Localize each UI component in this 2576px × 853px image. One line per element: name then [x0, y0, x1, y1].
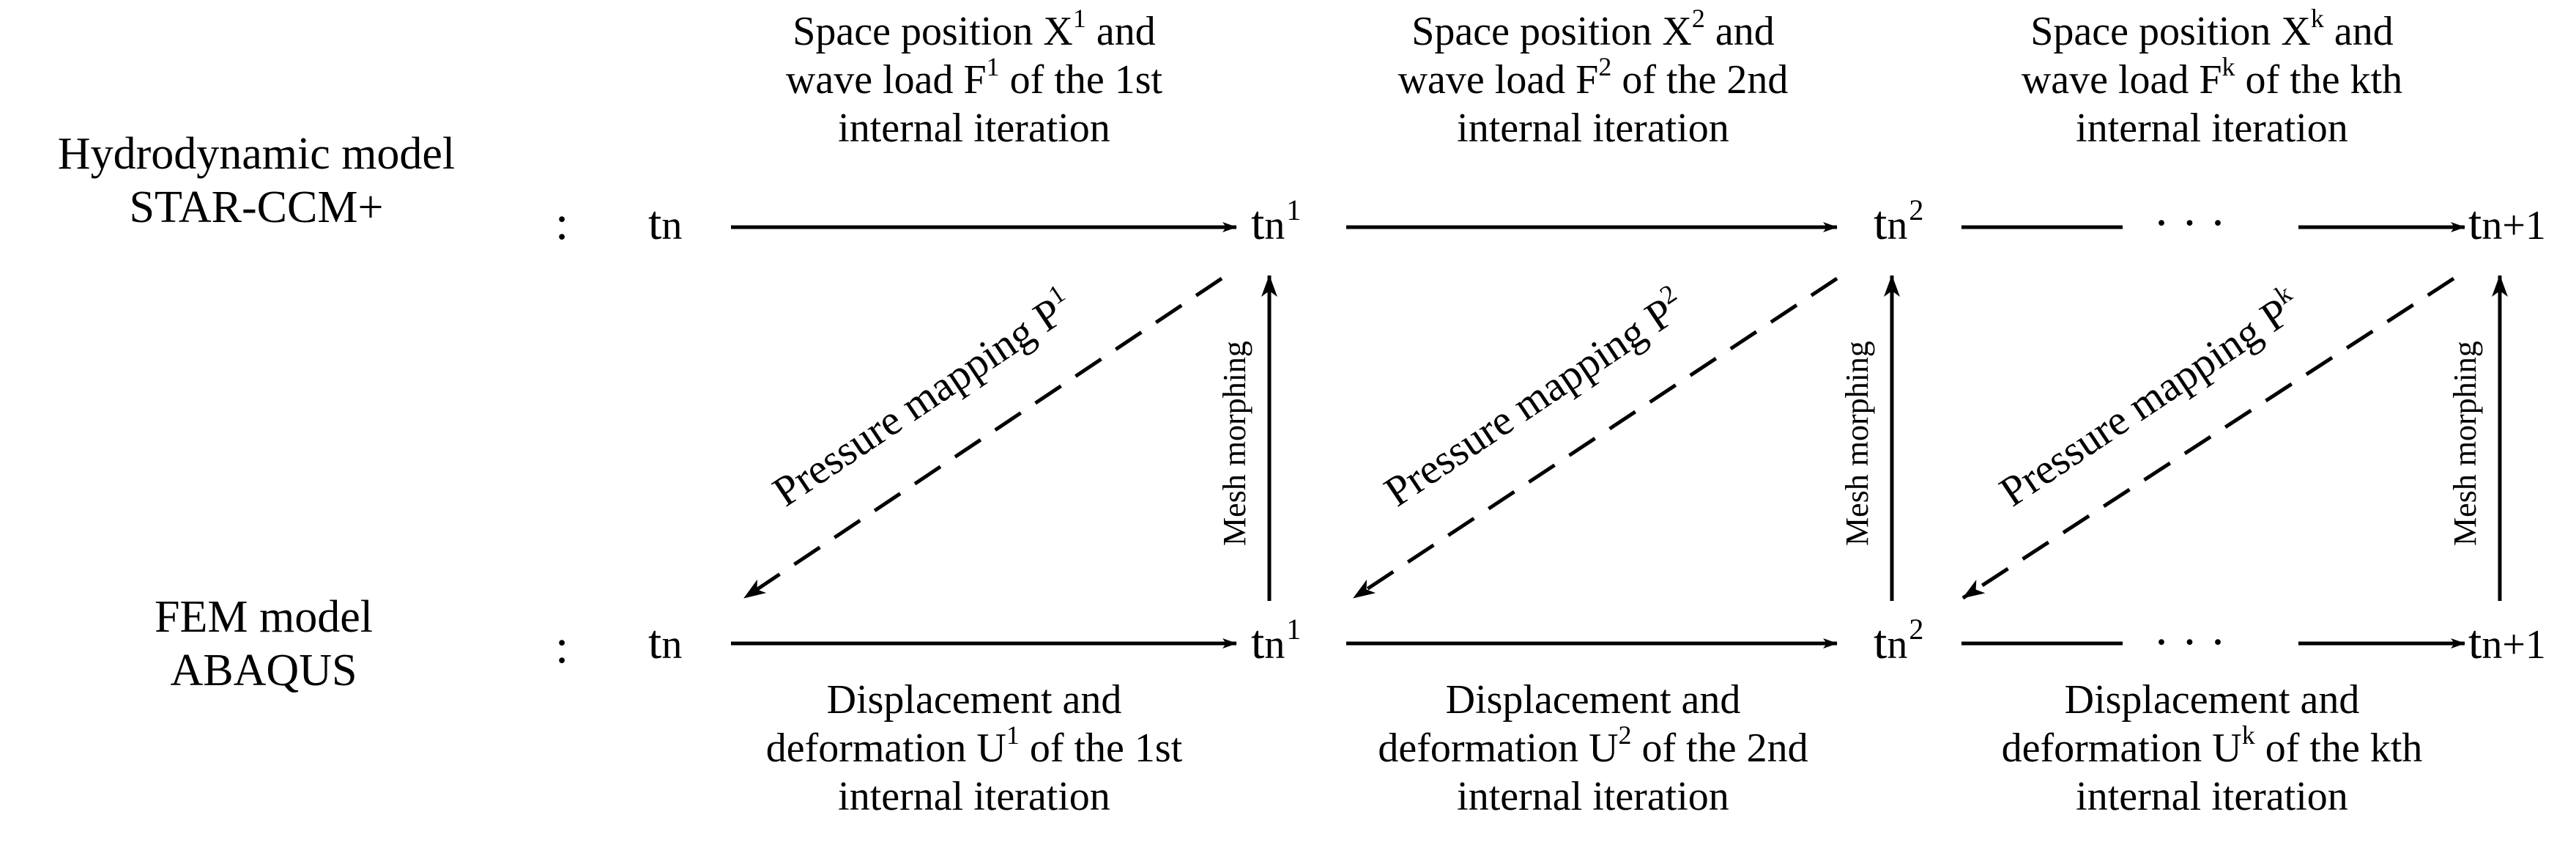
- bottom-label-2: Displacement and deformation U2 of the 2…: [1378, 677, 1808, 819]
- top-label-2: Space position X2 and wave load F2 of th…: [1398, 4, 1789, 151]
- bottom-node-tn2: tn2: [1874, 613, 1924, 669]
- bottom-label-3: Displacement and deformation Uk of the k…: [2001, 677, 2423, 819]
- mesh-label-3: Mesh morphing: [2447, 341, 2483, 546]
- bottom-node-tn: tn: [648, 616, 683, 669]
- bottom-node-tn-next: tn+1: [2468, 616, 2546, 669]
- top-node-tn1: tn1: [1251, 193, 1302, 250]
- pressure-arrow-3: [1961, 276, 2455, 600]
- mesh-label-2: Mesh morphing: [1839, 341, 1875, 546]
- bottom-ellipsis: · · ·: [2153, 616, 2226, 669]
- fem-colon: :: [555, 620, 569, 673]
- top-node-tn-next: tn+1: [2468, 196, 2546, 250]
- fem-model-label: FEM model ABAQUS: [155, 592, 373, 695]
- pressure-arrow-1: [743, 276, 1223, 600]
- top-node-tn2: tn2: [1874, 193, 1924, 250]
- bottom-label-1: Displacement and deformation U1 of the 1…: [765, 677, 1183, 819]
- hydro-model-label: Hydrodynamic model STAR-CCM+: [57, 129, 456, 232]
- top-label-1: Space position X1 and wave load F1 of th…: [785, 4, 1163, 151]
- top-node-tn: tn: [648, 196, 683, 250]
- bottom-node-tn1: tn1: [1251, 613, 1302, 669]
- top-label-3: Space position Xk and wave load Fk of th…: [2021, 4, 2403, 151]
- pressure-arrow-2: [1352, 276, 1838, 600]
- mesh-label-1: Mesh morphing: [1217, 341, 1252, 546]
- top-ellipsis: · · ·: [2153, 196, 2226, 250]
- hydro-colon: :: [555, 196, 569, 250]
